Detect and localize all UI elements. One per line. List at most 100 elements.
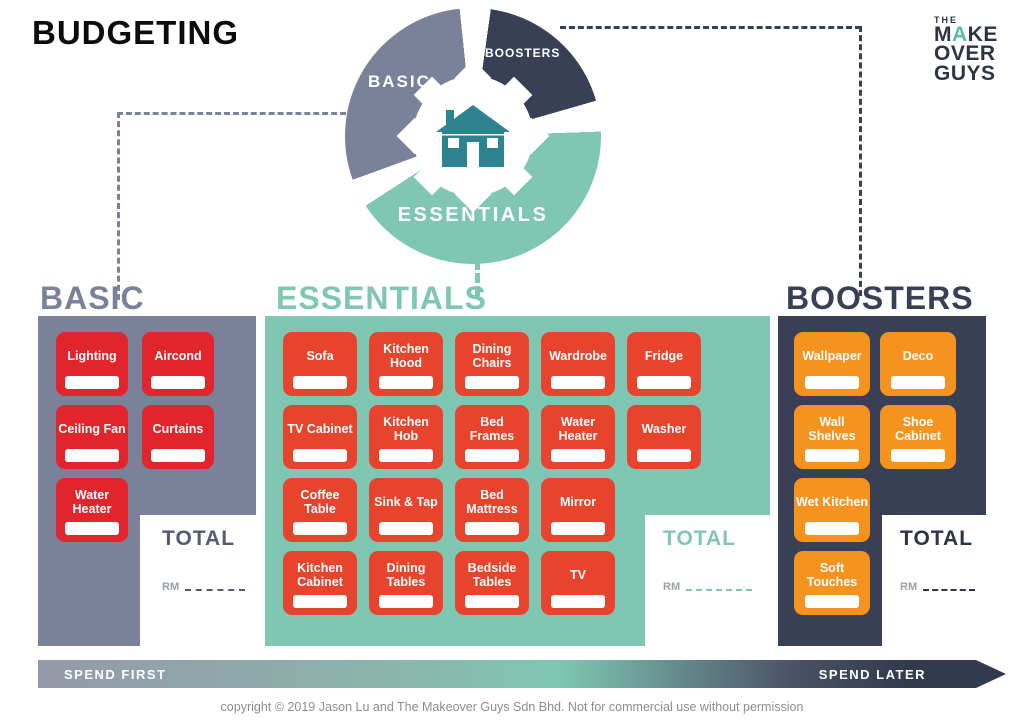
amount-strip (379, 522, 433, 535)
item-card: Bedside Tables (455, 551, 529, 615)
boosters-panel: Wallpaper Deco Wall Shelves Shoe Cabinet… (778, 316, 986, 646)
copyright-text: copyright © 2019 Jason Lu and The Makeov… (220, 700, 804, 714)
total-line (686, 589, 753, 591)
item-card: Dining Tables (369, 551, 443, 615)
item-label: Water Heater (558, 414, 598, 443)
amount-strip (293, 595, 347, 608)
item-label: Lighting (67, 348, 117, 363)
amount-strip (379, 595, 433, 608)
item-label: Sink & Tap (374, 494, 438, 509)
basic-panel: Lighting Aircond Ceiling Fan Curtains Wa… (38, 316, 256, 646)
amount-strip (379, 376, 433, 389)
amount-strip (465, 449, 519, 462)
boosters-section-title: BOOSTERS (786, 280, 974, 316)
item-card: Water Heater (541, 405, 615, 469)
item-card: Lighting (56, 332, 128, 396)
item-label: Bedside Tables (467, 560, 517, 589)
essentials-panel: Sofa Kitchen Hood Dining Chairs Wardrobe… (265, 316, 770, 646)
page-title: BUDGETING (32, 14, 239, 51)
item-label: Bed Mattress (466, 487, 518, 516)
amount-strip (805, 522, 859, 535)
essentials-total-area: TOTAL RM (645, 515, 770, 646)
item-label: Coffee Table (300, 487, 340, 516)
amount-strip (891, 376, 945, 389)
total-label: TOTAL (162, 527, 236, 550)
amount-strip (65, 522, 119, 535)
item-label: Water Heater (72, 487, 112, 516)
basic-cards: Lighting Aircond Ceiling Fan Curtains Wa… (56, 332, 214, 542)
item-card: Fridge (627, 332, 701, 396)
currency-label: RM (900, 581, 918, 593)
item-label: Wet Kitchen (796, 494, 868, 509)
total-row: RM (162, 581, 256, 593)
item-label: Mirror (559, 494, 597, 509)
item-card: Bed Frames (455, 405, 529, 469)
essentials-cards: Sofa Kitchen Hood Dining Chairs Wardrobe… (283, 332, 701, 615)
item-label: Aircond (154, 348, 202, 363)
amount-strip (551, 522, 605, 535)
makeover-guys-logo: THE MAKE OVER GUYS (934, 16, 998, 85)
item-card: Coffee Table (283, 478, 357, 542)
amount-strip (65, 449, 119, 462)
connector-boosters-vertical (859, 26, 862, 296)
item-label: Fridge (644, 348, 684, 363)
item-label: Deco (902, 348, 934, 363)
total-line (185, 589, 246, 591)
total-label: TOTAL (900, 527, 974, 550)
connector-basic-horizontal (117, 112, 346, 115)
item-label: Sofa (306, 348, 334, 363)
item-label: TV Cabinet (287, 421, 353, 436)
item-label: Ceiling Fan (58, 421, 126, 436)
item-card: Kitchen Hood (369, 332, 443, 396)
amount-strip (465, 595, 519, 608)
item-card: Sofa (283, 332, 357, 396)
total-line (923, 589, 976, 591)
item-label: Bed Frames (469, 414, 515, 443)
item-label: Curtains (152, 421, 204, 436)
item-card: Wallpaper (794, 332, 870, 396)
item-card: Wet Kitchen (794, 478, 870, 542)
boosters-cards: Wallpaper Deco Wall Shelves Shoe Cabinet… (794, 332, 956, 615)
amount-strip (465, 522, 519, 535)
basic-total-area: TOTAL RM (140, 515, 256, 646)
amount-strip (891, 449, 945, 462)
total-label: TOTAL (663, 527, 737, 550)
spend-timeline-arrow: SPEND FIRST SPEND LATER (38, 660, 1006, 688)
item-card: Mirror (541, 478, 615, 542)
item-card: Sink & Tap (369, 478, 443, 542)
item-label: TV (570, 567, 586, 582)
amount-strip (379, 449, 433, 462)
essentials-section-title: ESSENTIALS (276, 280, 487, 316)
total-row: RM (663, 581, 770, 593)
amount-strip (805, 376, 859, 389)
amount-strip (551, 376, 605, 389)
wheel-basic-label: BASIC (368, 72, 431, 91)
budget-wheel: BASIC BOOSTERS ESSENTIALS (345, 8, 601, 264)
item-card: Soft Touches (794, 551, 870, 615)
amount-strip (551, 595, 605, 608)
connector-boosters-horizontal (560, 26, 861, 29)
item-card: Aircond (142, 332, 214, 396)
amount-strip (65, 376, 119, 389)
amount-strip (293, 449, 347, 462)
item-card: Bed Mattress (455, 478, 529, 542)
wheel-essentials-label: ESSENTIALS (397, 204, 549, 226)
item-card: Kitchen Cabinet (283, 551, 357, 615)
item-label: Soft Touches (806, 560, 858, 589)
item-label: Shoe Cabinet (895, 414, 941, 443)
item-label: Washer (641, 421, 687, 436)
wheel-boosters-label: BOOSTERS (485, 46, 561, 60)
item-label: Kitchen Hob (383, 414, 429, 443)
item-card: Wardrobe (541, 332, 615, 396)
item-card: TV (541, 551, 615, 615)
amount-strip (637, 376, 691, 389)
item-card: Ceiling Fan (56, 405, 128, 469)
logo-over: OVER (934, 42, 996, 66)
item-label: Wallpaper (802, 348, 862, 363)
item-card: Washer (627, 405, 701, 469)
wheel-hub (413, 76, 533, 196)
total-row: RM (900, 581, 986, 593)
item-label: Kitchen Cabinet (297, 560, 343, 589)
basic-section-title: BASIC (40, 280, 145, 316)
